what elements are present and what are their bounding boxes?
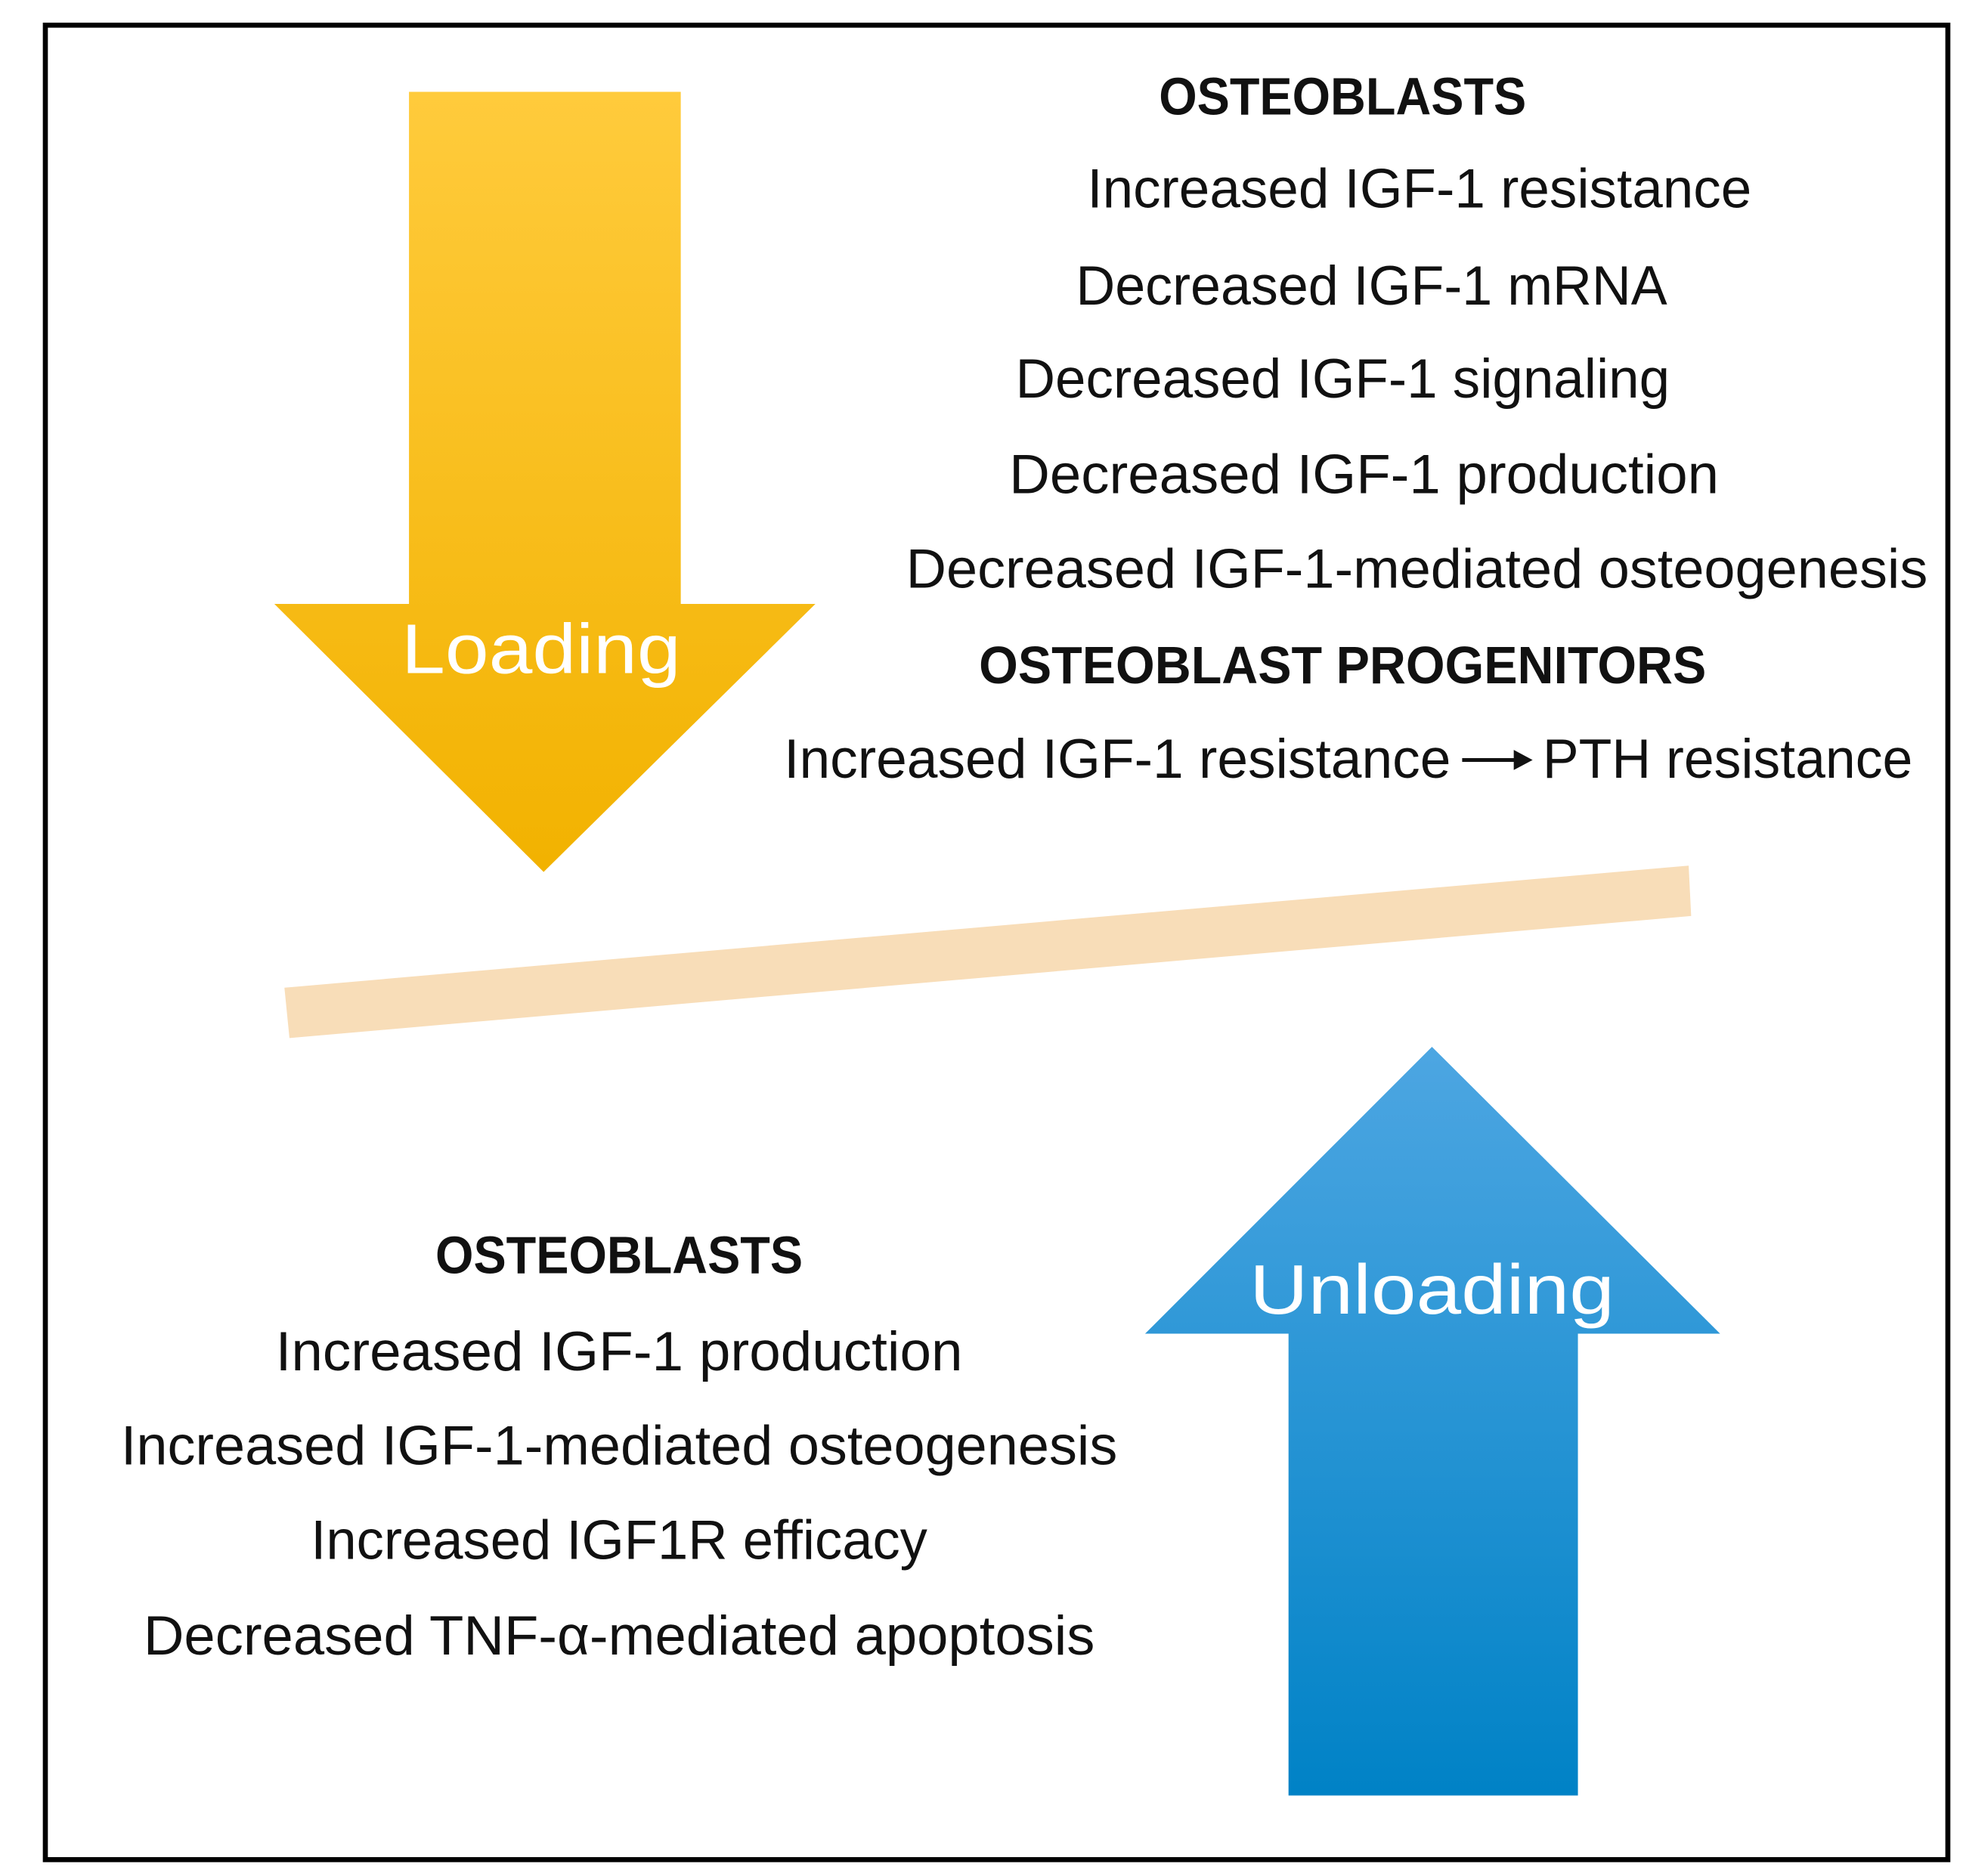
unloading-effect: Increased IGF-1 production: [276, 1320, 963, 1382]
loading-effect: Decreased IGF-1 mRNA: [1076, 255, 1667, 317]
loading-down-arrow: [274, 91, 816, 872]
loading-effect: Decreased IGF-1 production: [1009, 444, 1719, 506]
unloading-effect: Decreased TNF-α-mediated apoptosis: [144, 1605, 1095, 1667]
loading-label: Loading: [401, 610, 681, 689]
unloading-osteoblasts-heading: OSTEOBLASTS: [435, 1226, 803, 1285]
unloading-up-arrow: [1144, 1046, 1720, 1796]
unloading-label: Unloading: [1249, 1250, 1615, 1329]
loading-progenitors-heading: OSTEOBLAST PROGENITORS: [979, 636, 1706, 695]
loading-effect: Increased IGF-1 resistance: [1087, 158, 1751, 220]
loading-osteoblasts-heading: OSTEOBLASTS: [1159, 67, 1526, 125]
unloading-effect: Increased IGF-1-mediated osteogenesis: [121, 1415, 1117, 1477]
loading-effect: Decreased IGF-1-mediated osteogenesis: [906, 537, 1928, 599]
progenitor-cause: Increased IGF-1 resistance: [784, 728, 1451, 790]
right-arrow-icon: [1462, 750, 1533, 770]
balance-beam: [284, 865, 1692, 1039]
unloading-effect: Increased IGF1R efficacy: [311, 1509, 927, 1571]
progenitor-effect: PTH resistance: [1543, 728, 1912, 790]
loading-effect: Decreased IGF-1 signaling: [1015, 348, 1670, 410]
